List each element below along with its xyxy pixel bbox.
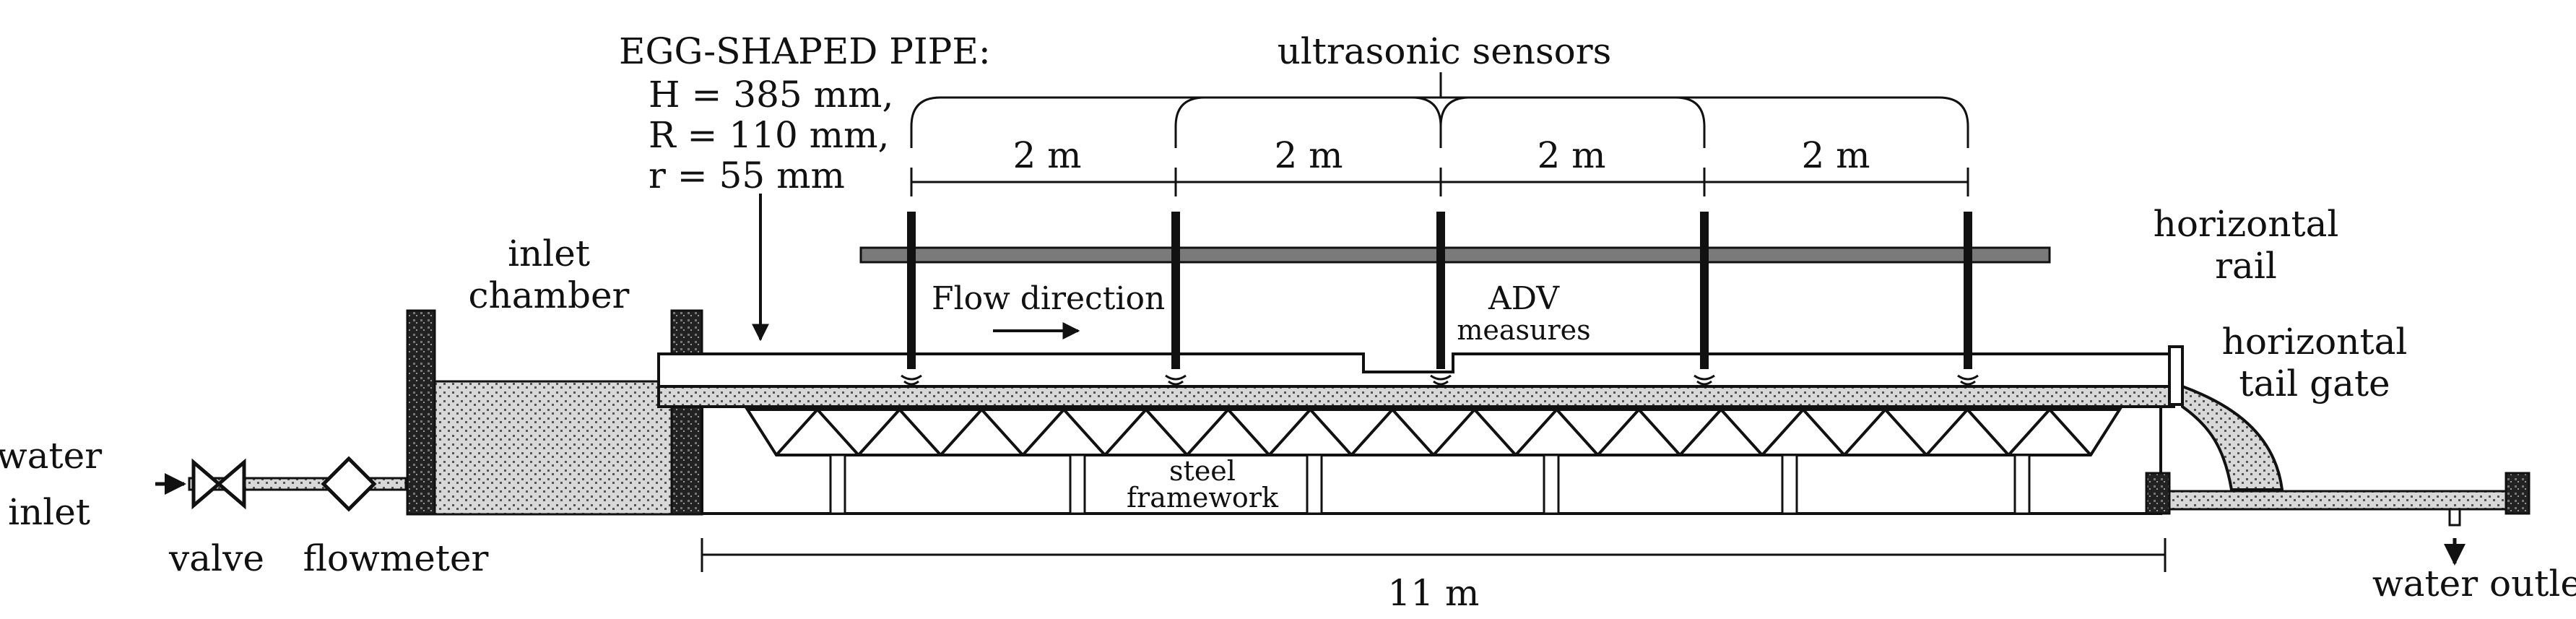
water-inlet-label-line1: water <box>0 435 102 477</box>
length-label: 11 m <box>1388 572 1480 614</box>
horizontal-tail-gate <box>2168 345 2284 491</box>
length-dimension <box>701 538 2167 572</box>
sensor-rod-5 <box>1964 212 1972 369</box>
sensor-wave-4 <box>1694 374 1715 386</box>
inlet-chamber-right-wall <box>670 309 703 516</box>
support-column-6 <box>2013 454 2031 515</box>
sensor-wave-1 <box>901 374 922 386</box>
spacing-label-3: 2 m <box>1537 134 1605 176</box>
valve-label: valve <box>168 537 264 579</box>
egg-dimension-r: r = 55 mm <box>649 155 845 196</box>
support-columns <box>829 454 2031 515</box>
spacing-label-1: 2 m <box>1012 134 1081 176</box>
flowmeter-label: flowmeter <box>303 537 489 579</box>
inlet-chamber-water <box>433 380 673 516</box>
water-outlet-label: water outlet <box>2372 563 2576 605</box>
inlet-chamber-label-line1: inlet <box>508 233 590 274</box>
outlet-drain <box>2448 508 2461 527</box>
adv-label-line1: ADV <box>1488 280 1560 317</box>
inlet-chamber-left-wall <box>406 309 436 516</box>
outlet-channel-water <box>2168 490 2507 511</box>
support-column-4 <box>1543 454 1560 515</box>
outlet-left-wall <box>2145 472 2171 515</box>
support-column-2 <box>1069 454 1086 515</box>
ultrasonic-sensors-label: ultrasonic sensors <box>1278 30 1612 72</box>
brace-right <box>1439 96 1969 148</box>
sensor-wave-5 <box>1957 374 1979 386</box>
sensor-spacing-braces <box>910 72 1969 196</box>
brace-left <box>910 96 1442 148</box>
support-column-1 <box>829 454 846 515</box>
valve-icon <box>191 458 246 510</box>
adv-label-line2: measures <box>1457 314 1590 346</box>
support-column-5 <box>1781 454 1798 515</box>
egg-dimension-h: H = 385 mm, <box>649 74 893 116</box>
horizontal-rail-label-line1: horizontal <box>2154 203 2339 245</box>
spacing-label-2: 2 m <box>1274 134 1343 176</box>
flow-direction-label: Flow direction <box>932 280 1165 317</box>
sensor-rod-4 <box>1700 212 1709 369</box>
water-inlet-label-line2: inlet <box>8 491 90 533</box>
inlet-chamber-label-line2: chamber <box>469 274 630 316</box>
truss-diagonals <box>775 407 2092 456</box>
steel-framework-label-line1: steel <box>1169 455 1236 487</box>
tail-gate-label-line2: tail gate <box>2239 363 2390 404</box>
adv-probe-rod <box>1436 212 1445 369</box>
egg-dimension-R: R = 110 mm, <box>649 114 889 156</box>
horizontal-rail-label-line2: rail <box>2215 245 2277 287</box>
support-column-3 <box>1306 454 1323 515</box>
ultrasonic-sensor-group <box>901 212 1979 386</box>
steel-framework-truss <box>745 407 2122 456</box>
sensor-wave-3 <box>1430 374 1452 386</box>
spacing-label-4: 2 m <box>1801 134 1870 176</box>
flowmeter-icon <box>321 456 377 512</box>
tail-gate-label-line1: horizontal <box>2222 321 2408 363</box>
outlet-right-wall <box>2505 472 2531 515</box>
sensor-rod-1 <box>907 212 916 369</box>
sensor-rod-2 <box>1171 212 1180 369</box>
sensor-wave-2 <box>1165 374 1187 386</box>
egg-shaped-pipe-title: EGG-SHAPED PIPE: <box>619 30 991 72</box>
truss-frame <box>745 408 2122 456</box>
horizontal-rail <box>859 246 2051 264</box>
steel-framework-label-line2: framework <box>1127 482 1279 514</box>
